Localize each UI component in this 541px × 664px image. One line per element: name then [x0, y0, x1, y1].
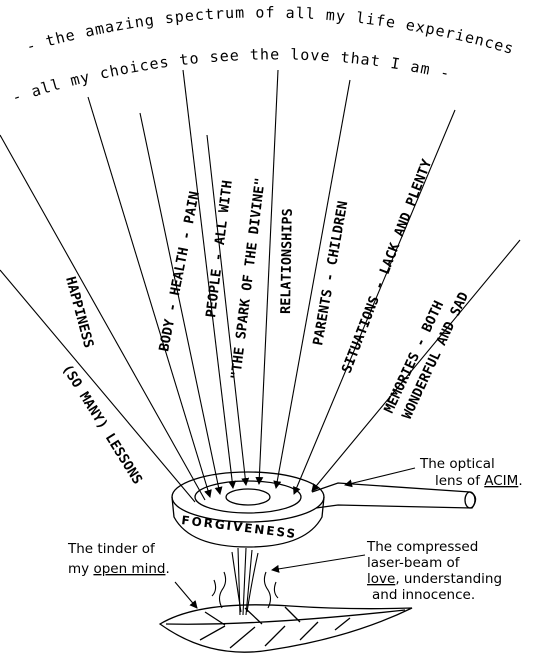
ray-label-lessons: (SO MANY) LESSONS: [59, 362, 146, 488]
ray-label-people-1: PEOPLE - ALL WITH: [203, 179, 236, 318]
callout-lens-line2: lens of ACIM.: [435, 473, 523, 489]
ray: [0, 134, 206, 501]
magnifying-lens: FORGIVENESS: [171, 471, 477, 548]
callout-tinder-line2: my open mind.: [68, 561, 170, 577]
callout-tinder: The tinder of my open mind.: [67, 541, 198, 609]
callout-lens: The optical lens of ACIM.: [344, 456, 523, 489]
focused-beam: [211, 547, 279, 616]
callout-tinder-line1: The tinder of: [67, 541, 156, 557]
ray-label-happiness: HAPPINESS: [62, 275, 96, 350]
converging-rays: [0, 69, 521, 503]
ray-label-people-2: "THE SPARK OF THE DIVINE": [228, 177, 269, 381]
arc-heading-inner: - all my choices to see the love that I …: [10, 45, 452, 106]
callout-beam-line2: laser-beam of: [367, 555, 461, 571]
love-link: love: [367, 571, 395, 587]
ray-label-parents: PARENTS - CHILDREN: [310, 200, 351, 347]
callout-beam-line1: The compressed: [366, 539, 478, 555]
acim-link: ACIM: [484, 473, 518, 489]
ray: [87, 96, 212, 498]
callout-beam-line4: and innocence.: [372, 587, 475, 603]
callout-beam-line3: love, understanding: [367, 571, 502, 587]
ray: [273, 79, 351, 489]
lens-handle: [311, 482, 477, 509]
ray: [255, 69, 279, 485]
ray: [0, 269, 196, 503]
ray: [182, 69, 237, 489]
open-mind-link: open mind: [93, 561, 165, 577]
lens-label: FORGIVENESS: [181, 513, 298, 541]
ray: [206, 134, 250, 486]
ray-label-body: BODY - HEALTH - PAIN: [156, 190, 203, 353]
ray: [293, 109, 456, 495]
callout-lens-line1: The optical: [419, 456, 495, 472]
ray-label-relationships: RELATIONSHIPS: [278, 208, 296, 314]
ray: [311, 239, 521, 492]
callout-beam: The compressed laser-beam of love, under…: [271, 539, 502, 603]
leaf: [158, 604, 413, 653]
ray: [139, 112, 223, 495]
